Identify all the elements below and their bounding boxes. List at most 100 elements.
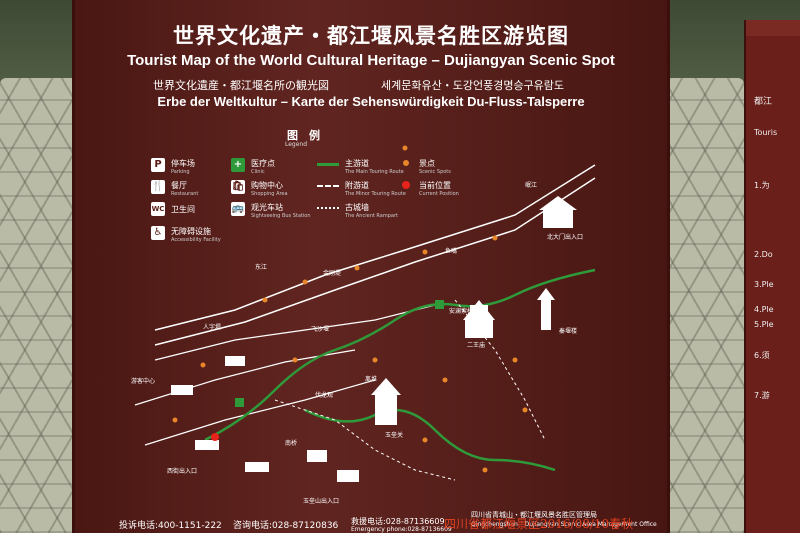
building-cluster-west — [171, 356, 359, 482]
right-board-header — [746, 20, 800, 36]
map-label-visitor-center: 游客中心 — [131, 378, 156, 385]
restaurant-icon: 🍴 — [151, 180, 165, 194]
map-label-yulei: 玉垒关 — [385, 432, 404, 439]
sign-title-german: Erbe der Weltkultur – Karte der Sehenswü… — [157, 94, 585, 109]
building-cluster-qinyan — [537, 288, 555, 330]
legend-sublabel: Sightseeing Bus Station — [251, 213, 311, 219]
main-route-line-icon — [317, 163, 339, 166]
map-sign-board: 世界文化遗产・都江堰风景名胜区游览图 Tourist Map of the Wo… — [72, 0, 670, 533]
consult-phone: 咨询电话:028-87120836 — [233, 521, 339, 531]
map-label-jingang: 金刚堤 — [323, 270, 342, 277]
scenic-area-map — [134, 145, 596, 482]
map-label-erwangmiao: 二王庙 — [467, 342, 486, 349]
legend-label: 当前位置 — [419, 181, 451, 190]
right-board-line: 6.须 — [754, 351, 770, 360]
right-board-heading: 都江 — [754, 97, 773, 107]
legend-sublabel: The Minor Touring Route — [345, 191, 406, 197]
legend-label: 停车场 — [171, 159, 195, 168]
legend-sublabel: The Main Touring Route — [345, 169, 404, 175]
map-label-nanqiao: 南桥 — [285, 440, 298, 447]
legend-subtitle: Legend — [285, 141, 308, 148]
right-board-line: Touris — [754, 128, 778, 137]
left-stone-pillar — [0, 78, 82, 533]
map-label-yuleishan-entrance: 玉垒山出入口 — [303, 498, 340, 505]
scenic-spot-dot-icon — [403, 160, 409, 166]
complaint-phone: 投诉电话:400-1151-222 — [119, 521, 222, 531]
legend-sublabel: The Ancient Rampart — [345, 213, 398, 219]
map-label-anlan: 安澜索桥 — [449, 308, 474, 315]
main-touring-route-loop — [304, 408, 556, 472]
minor-touring-route — [274, 399, 456, 481]
map-label-dongjiang: 东江 — [255, 264, 268, 271]
admin-office: 四川省青城山・都江堰风景名胜区管理局 — [471, 511, 597, 519]
map-label-qinyan: 秦堰楼 — [559, 328, 578, 335]
clinic-marker — [235, 398, 244, 407]
river-outline-north — [154, 164, 596, 331]
sign-title-korean: 세계문화유산・도강언풍경명승구유람도 — [381, 79, 565, 92]
right-board-line: 1.为 — [754, 181, 770, 190]
toilet-icon: WC — [151, 202, 165, 216]
legend-label: 卫生间 — [171, 205, 195, 214]
right-board-line: 2.Do — [754, 250, 773, 259]
right-board-line: 3.Ple — [754, 280, 774, 289]
legend-sublabel: Shopping Area — [251, 191, 288, 197]
bus-station-icon: 🚌 — [231, 202, 245, 216]
river-outline-south — [154, 177, 596, 346]
legend-sublabel: Restaurant — [171, 191, 199, 197]
legend-label: 观光车站 — [251, 203, 283, 212]
right-info-board: 都江 Touris 1.为 2.Do 3.Ple 4.Ple 5.Ple 6.须… — [744, 20, 800, 533]
building-cluster-erwangmiao — [463, 300, 495, 338]
legend-label: 主游道 — [345, 159, 369, 168]
rampart-line-icon — [317, 207, 339, 209]
map-label-xijie-entrance: 西街出入口 — [167, 468, 198, 475]
accessibility-icon: ♿ — [151, 226, 165, 240]
legend-sublabel: Accessibility Facility — [171, 237, 221, 243]
emergency-phone: 救援电话:028-87136609 — [351, 517, 445, 526]
building-cluster-lidui — [371, 378, 401, 425]
right-board-line: 5.Ple — [754, 320, 774, 329]
map-label-north-gate: 北大门出入口 — [547, 234, 584, 241]
parking-icon: P — [151, 158, 165, 172]
map-label-yuzui: 鱼嘴 — [445, 248, 458, 255]
right-board-line: 4.Ple — [754, 305, 774, 314]
shopping-icon: 🛍 — [231, 180, 245, 194]
legend-label: 古城墙 — [345, 203, 369, 212]
river-branch-south — [144, 379, 376, 446]
sign-title-chinese: 世界文化遗产・都江堰风景名胜区游览图 — [173, 24, 569, 48]
legend-item-toilet: 卫生间 — [171, 204, 195, 215]
legend-label: 餐厅 — [171, 181, 187, 190]
photo-date-watermark: 四川省都江堰景区2016/08/10春秋 — [444, 517, 634, 531]
legend-title: 图 例 — [287, 129, 320, 142]
legend-label: 医疗点 — [251, 159, 275, 168]
legend-sublabel: Clinic — [251, 169, 265, 175]
legend-label: 无障碍设施 — [171, 227, 211, 236]
legend-sublabel: Scenic Spots — [419, 169, 451, 175]
river-branch-inner — [154, 304, 436, 361]
legend-label: 购物中心 — [251, 181, 283, 190]
legend-sublabel: Parking — [171, 169, 190, 175]
map-label-fulongguan: 伏龙观 — [315, 392, 334, 399]
legend-sublabel: Current Position — [419, 191, 459, 197]
minor-route-line-icon — [317, 185, 339, 187]
sign-title-japanese: 世界文化遺産・都江堰名所の観光図 — [153, 79, 329, 92]
clinic-icon: + — [231, 158, 245, 172]
admin-office-en: Qingchengshan – Dujiangyan Scenic Area M… — [471, 521, 657, 528]
emergency-phone-en: Emergency phone:028-87136609 — [351, 526, 452, 533]
legend-label: 附游道 — [345, 181, 369, 190]
right-board-line: 7.游 — [754, 391, 770, 400]
building-cluster-north-gate — [539, 196, 577, 228]
map-label-minjiang: 岷江 — [525, 182, 538, 189]
map-label-feishayan: 飞沙堰 — [311, 326, 330, 333]
current-position-marker — [211, 433, 219, 441]
